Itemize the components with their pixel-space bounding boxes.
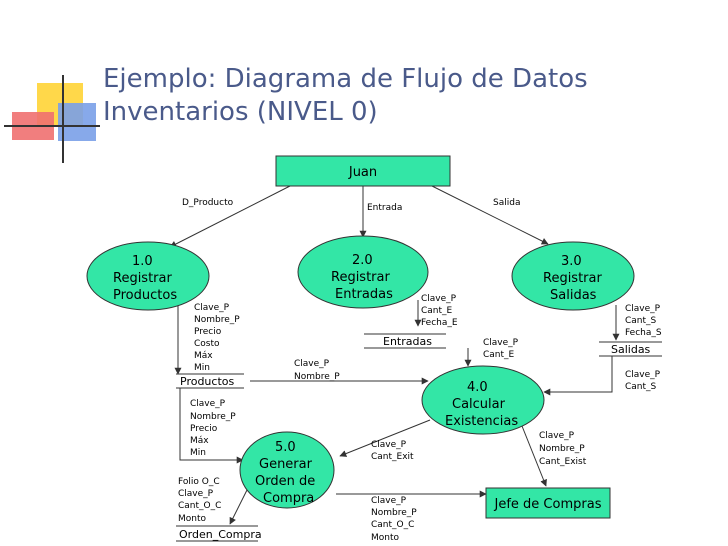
flow-label-productos-p5: Clave_P Nombre_P Precio Máx Min [190,399,239,458]
flow-label-p5-jefe: Clave_P Nombre_P Cant_O_C Monto [371,496,420,543]
decor-blue-square [58,103,96,141]
process-3-registrar-salidas [511,241,635,311]
flow-label-entrada: Entrada [367,203,402,213]
process-2-label: 2.0 Registrar Entradas [331,253,394,302]
flow-label-p4-p5: Clave_P Cant_Exit [371,440,414,462]
process-4-calcular-existencias [421,365,545,435]
flow-label-salidas-p4: Clave_P Cant_S [625,370,663,392]
flow-label-p1-productos: Clave_P Nombre_P Precio Costo Máx Min [194,303,243,373]
entity-juan [275,155,451,187]
flow-label-salida: Salida [493,198,520,208]
flow-line-salidas-p4 [543,356,613,396]
store-entradas-label: Entradas [383,335,432,348]
store-salidas-label: Salidas [611,343,651,356]
flow-label-entradas-p4: Clave_P Cant_E [483,338,521,360]
flow-label-p3-salidas: Clave_P Cant_S Fecha_S [625,304,663,338]
flow-label-p5-orden: Folio O_C Clave_P Cant_O_C Monto [178,477,224,524]
process-1-label: 1.0 Registrar Productos [113,254,177,303]
flow-line-salida [431,185,549,245]
entity-jefe-label: Jefe de Compras [494,497,602,512]
process-2-registrar-entradas [297,235,429,309]
flow-label-p4-jefe: Clave_P Nombre_P Cant_Exist [539,431,588,467]
flow-line-p4-jefe [521,425,547,487]
store-productos-label: Productos [180,375,234,388]
decor-vertical-line [62,75,64,163]
process-1-registrar-productos [86,241,210,311]
slide-title-line-2: Inventarios (NIVEL 0) [103,97,378,127]
flow-label-p2-entradas: Clave_P Cant_E Fecha_E [421,294,459,328]
decor-horizontal-line [4,125,100,127]
flow-line-p4-p5 [339,419,431,457]
entity-jefe-de-compras [485,487,611,519]
entity-juan-label: Juan [348,165,377,180]
process-4-label: 4.0 Calcular Existencias [445,380,518,429]
flow-label-d-producto: D_Producto [182,198,234,208]
flow-line-d-producto [169,185,291,248]
flow-label-productos-p4: Clave_P Nombre_P [294,359,340,382]
flow-line-productos-p5 [179,388,244,464]
slide-title-line-1: Ejemplo: Diagrama de Flujo de Datos [103,64,588,94]
store-orden-compra-label: Orden_Compra [179,528,262,541]
process-5-label: 5.0 Generar Orden de Compra [255,440,319,506]
process-3-label: 3.0 Registrar Salidas [543,254,606,303]
slide-title: Ejemplo: Diagrama de Flujo de Datos Inve… [103,63,588,129]
process-5-generar-orden-de-compra [239,431,335,509]
